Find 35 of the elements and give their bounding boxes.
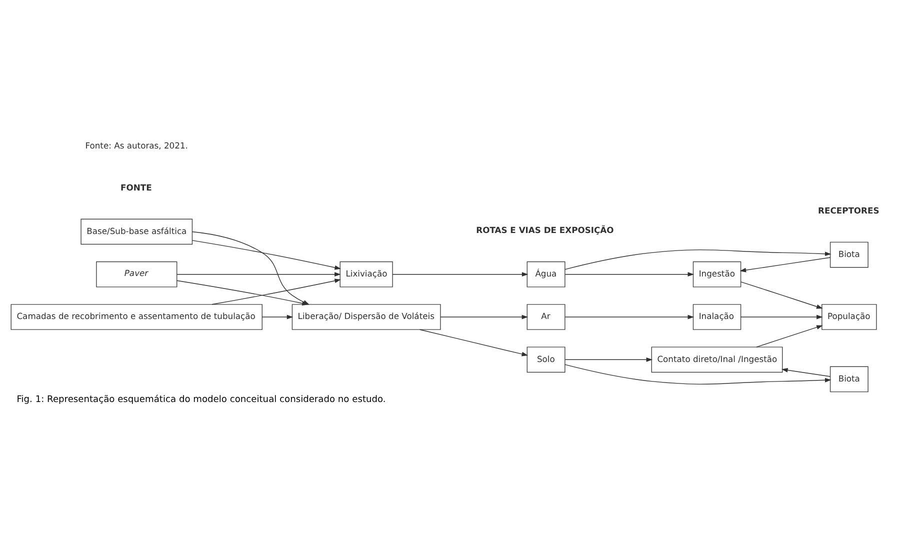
arrow xyxy=(176,272,341,277)
node-box: Biota xyxy=(830,242,868,268)
arrow xyxy=(440,314,528,320)
label: RECEPTORES xyxy=(818,206,880,216)
node-box: Inalação xyxy=(692,304,742,330)
arrow xyxy=(419,329,528,356)
node-box: Biota xyxy=(830,366,868,392)
caption: Fig. 1: Representação esquemática do modelo conceitual considerado no estudo. xyxy=(16,394,386,405)
arrow xyxy=(564,357,653,362)
arrow xyxy=(564,314,694,320)
node-box: Água xyxy=(526,261,566,288)
arrow xyxy=(564,364,832,385)
arrow xyxy=(740,314,823,320)
label: ROTAS E VIAS DE EXPOSIÇÃO xyxy=(476,225,614,236)
arrow xyxy=(781,368,830,377)
node-box: Contato direto/Inal /Ingestão xyxy=(651,346,783,373)
node-box: Camadas de recobrimento e assentamento de tubulação xyxy=(10,304,262,330)
label: FONTE xyxy=(120,182,152,193)
node-box: Solo xyxy=(526,346,566,373)
arrow xyxy=(564,272,694,277)
node-box: Ingestão xyxy=(692,261,742,288)
node-box: Lixiviação xyxy=(340,261,393,288)
arrow xyxy=(740,257,831,272)
node-box: Paver xyxy=(96,261,178,288)
node-box: Ar xyxy=(526,304,566,330)
arrow xyxy=(192,240,341,270)
arrow xyxy=(756,325,823,348)
node-box: Base/Sub-base asfáltica xyxy=(80,218,193,245)
node-box: População xyxy=(822,304,877,330)
arrow xyxy=(262,314,294,320)
label: Fonte: As autoras, 2021. xyxy=(85,140,188,151)
node-box: Liberação/ Dispersão de Voláteis xyxy=(292,304,441,330)
arrow xyxy=(564,250,832,270)
arrow xyxy=(392,272,528,277)
arrow xyxy=(740,282,823,309)
